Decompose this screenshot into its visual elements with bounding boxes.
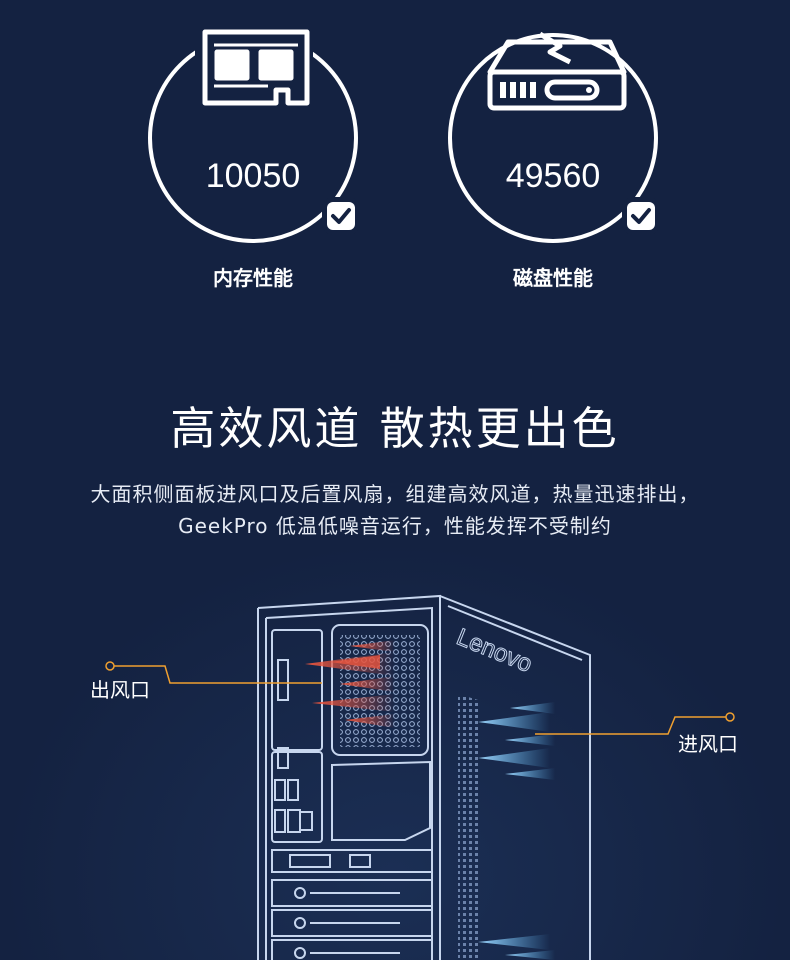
airflow-description-line2: GeekPro 低温低噪音运行，性能发挥不受制约: [178, 514, 612, 538]
exhaust-callout: [105, 661, 322, 684]
airflow-heading: 高效风道 散热更出色: [170, 402, 620, 455]
exhaust-label: 出风口: [90, 678, 150, 702]
exhaust-arrows: [305, 640, 395, 728]
disk-performance-ring: [448, 33, 658, 243]
check-icon: [627, 202, 655, 230]
brand-logo: Lenovo: [453, 624, 536, 679]
intake-arrows: [478, 702, 555, 960]
memory-score: 10050: [205, 157, 301, 195]
intake-label: 进风口: [678, 732, 738, 756]
side-vent: [458, 694, 478, 960]
disk-score: 49560: [505, 157, 601, 195]
intake-callout: [535, 712, 735, 735]
airflow-description-line1: 大面积侧面板进风口及后置风扇，组建高效风道，热量迅速排出，: [90, 482, 700, 506]
check-icon: [327, 202, 355, 230]
tower-outline: [257, 594, 591, 960]
memory-chip-icon: [202, 29, 310, 106]
disk-performance-label: 磁盘性能: [513, 266, 593, 290]
memory-performance-label: 内存性能: [213, 266, 293, 290]
fan-grille: [340, 635, 420, 747]
